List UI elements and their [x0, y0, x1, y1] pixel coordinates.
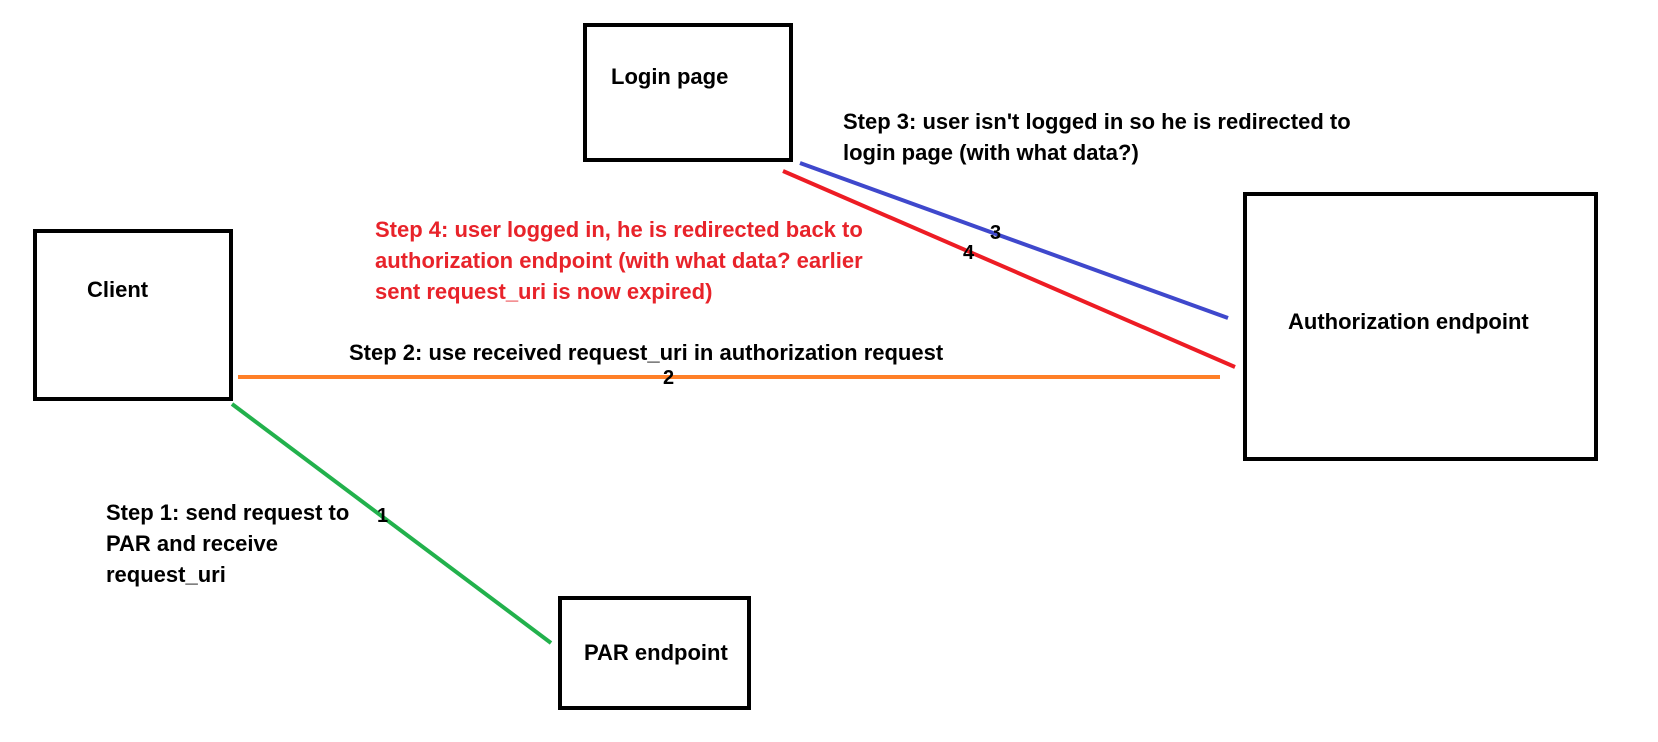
step4-line-1: Step 4: user logged in, he is redirected…: [375, 217, 863, 242]
par-endpoint-label: PAR endpoint: [584, 640, 728, 665]
authorization-endpoint-label: Authorization endpoint: [1288, 309, 1529, 334]
step1-line-1: Step 1: send request to: [106, 500, 350, 525]
step1-note: Step 1: send request to PAR and receive …: [106, 497, 349, 590]
step2-note: Step 2: use received request_uri in auth…: [349, 337, 943, 368]
authorization-endpoint-box: Authorization endpoint: [1243, 192, 1598, 461]
step1-line-2: PAR and receive: [106, 531, 279, 556]
step4-line-3: sent request_uri is now expired): [375, 279, 713, 304]
step3-line-1: Step 3: user isn't logged in so he is re…: [843, 109, 1351, 134]
client-box: Client: [33, 229, 233, 401]
step4-number: 4: [963, 242, 975, 264]
step2-number: 2: [663, 367, 675, 389]
par-endpoint-box: PAR endpoint: [558, 596, 751, 710]
step3-arrow-line: [799, 161, 1229, 320]
step1-arrow-line: [230, 402, 553, 645]
step1-number: 1: [377, 505, 389, 527]
step1-line-3: request_uri: [106, 562, 226, 587]
step4-arrow-line: [782, 169, 1236, 369]
login-page-box: Login page: [583, 23, 793, 162]
step2-line-1: Step 2: use received request_uri in auth…: [349, 340, 944, 365]
step3-number: 3: [990, 222, 1002, 244]
step4-note: Step 4: user logged in, he is redirected…: [375, 214, 863, 307]
step3-note: Step 3: user isn't logged in so he is re…: [843, 106, 1351, 168]
login-page-label: Login page: [611, 64, 729, 89]
step4-line-2: authorization endpoint (with what data? …: [375, 248, 863, 273]
step3-line-2: login page (with what data?): [843, 140, 1139, 165]
client-label: Client: [87, 277, 149, 302]
